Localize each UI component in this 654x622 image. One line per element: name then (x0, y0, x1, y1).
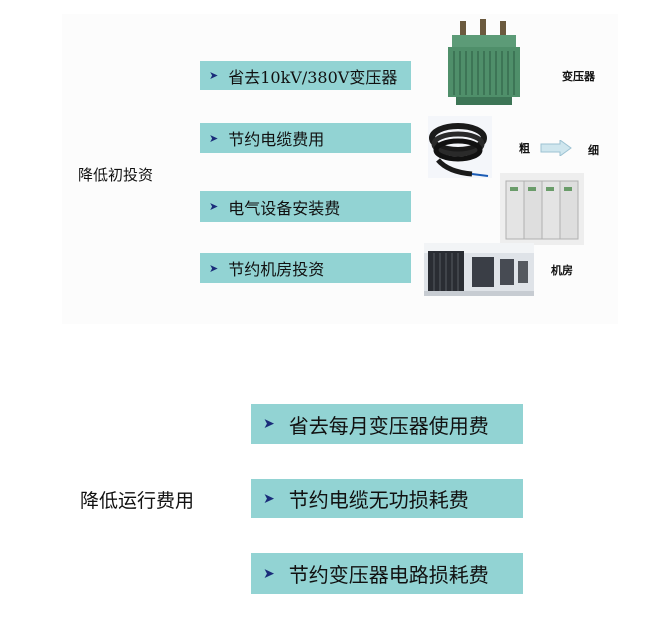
machine-room-caption: 机房 (551, 264, 573, 277)
bottom-group-label: 降低运行费用 (80, 490, 195, 512)
top-group-label: 降低初投资 (78, 166, 154, 184)
bullet-arrow-icon: ➤ (209, 261, 219, 275)
bullet-arrow-icon: ➤ (263, 490, 275, 507)
bullet-arrow-icon: ➤ (209, 69, 219, 82)
transformer-image (448, 19, 520, 105)
top-item-1-label: 省去10kV/380V变压器 (228, 67, 398, 87)
thick-caption: 粗 (519, 142, 530, 155)
bottom-item-3-label: 节约变压器电路损耗费 (288, 563, 489, 587)
top-item-4: ➤ 节约机房投资 (200, 253, 411, 283)
cable-image (428, 116, 492, 178)
bottom-item-1: ➤ 省去每月变压器使用费 (251, 404, 523, 444)
top-item-2: ➤ 节约电缆费用 (200, 123, 411, 153)
top-item-4-label: 节约机房投资 (228, 260, 325, 279)
transformer-caption: 变压器 (562, 70, 595, 83)
machine-room-image (424, 243, 534, 296)
top-item-1: ➤ 省去10kV/380V变压器 (200, 61, 411, 90)
bottom-item-2-label: 节约电缆无功损耗费 (288, 488, 469, 512)
switchgear-image (500, 173, 584, 245)
bottom-item-2: ➤ 节约电缆无功损耗费 (251, 479, 523, 518)
top-item-3: ➤ 电气设备安装费 (200, 191, 411, 222)
bottom-item-1-label: 省去每月变压器使用费 (288, 413, 489, 438)
top-item-2-label: 节约电缆费用 (228, 130, 325, 149)
bullet-arrow-icon: ➤ (209, 200, 219, 213)
bullet-arrow-icon: ➤ (209, 131, 219, 145)
thin-caption: 细 (588, 144, 599, 157)
bullet-arrow-icon: ➤ (263, 416, 275, 432)
bottom-item-3: ➤ 节约变压器电路损耗费 (251, 553, 523, 594)
arrow-right-icon (540, 140, 572, 156)
bullet-arrow-icon: ➤ (263, 565, 275, 582)
top-item-3-label: 电气设备安装费 (228, 198, 341, 218)
